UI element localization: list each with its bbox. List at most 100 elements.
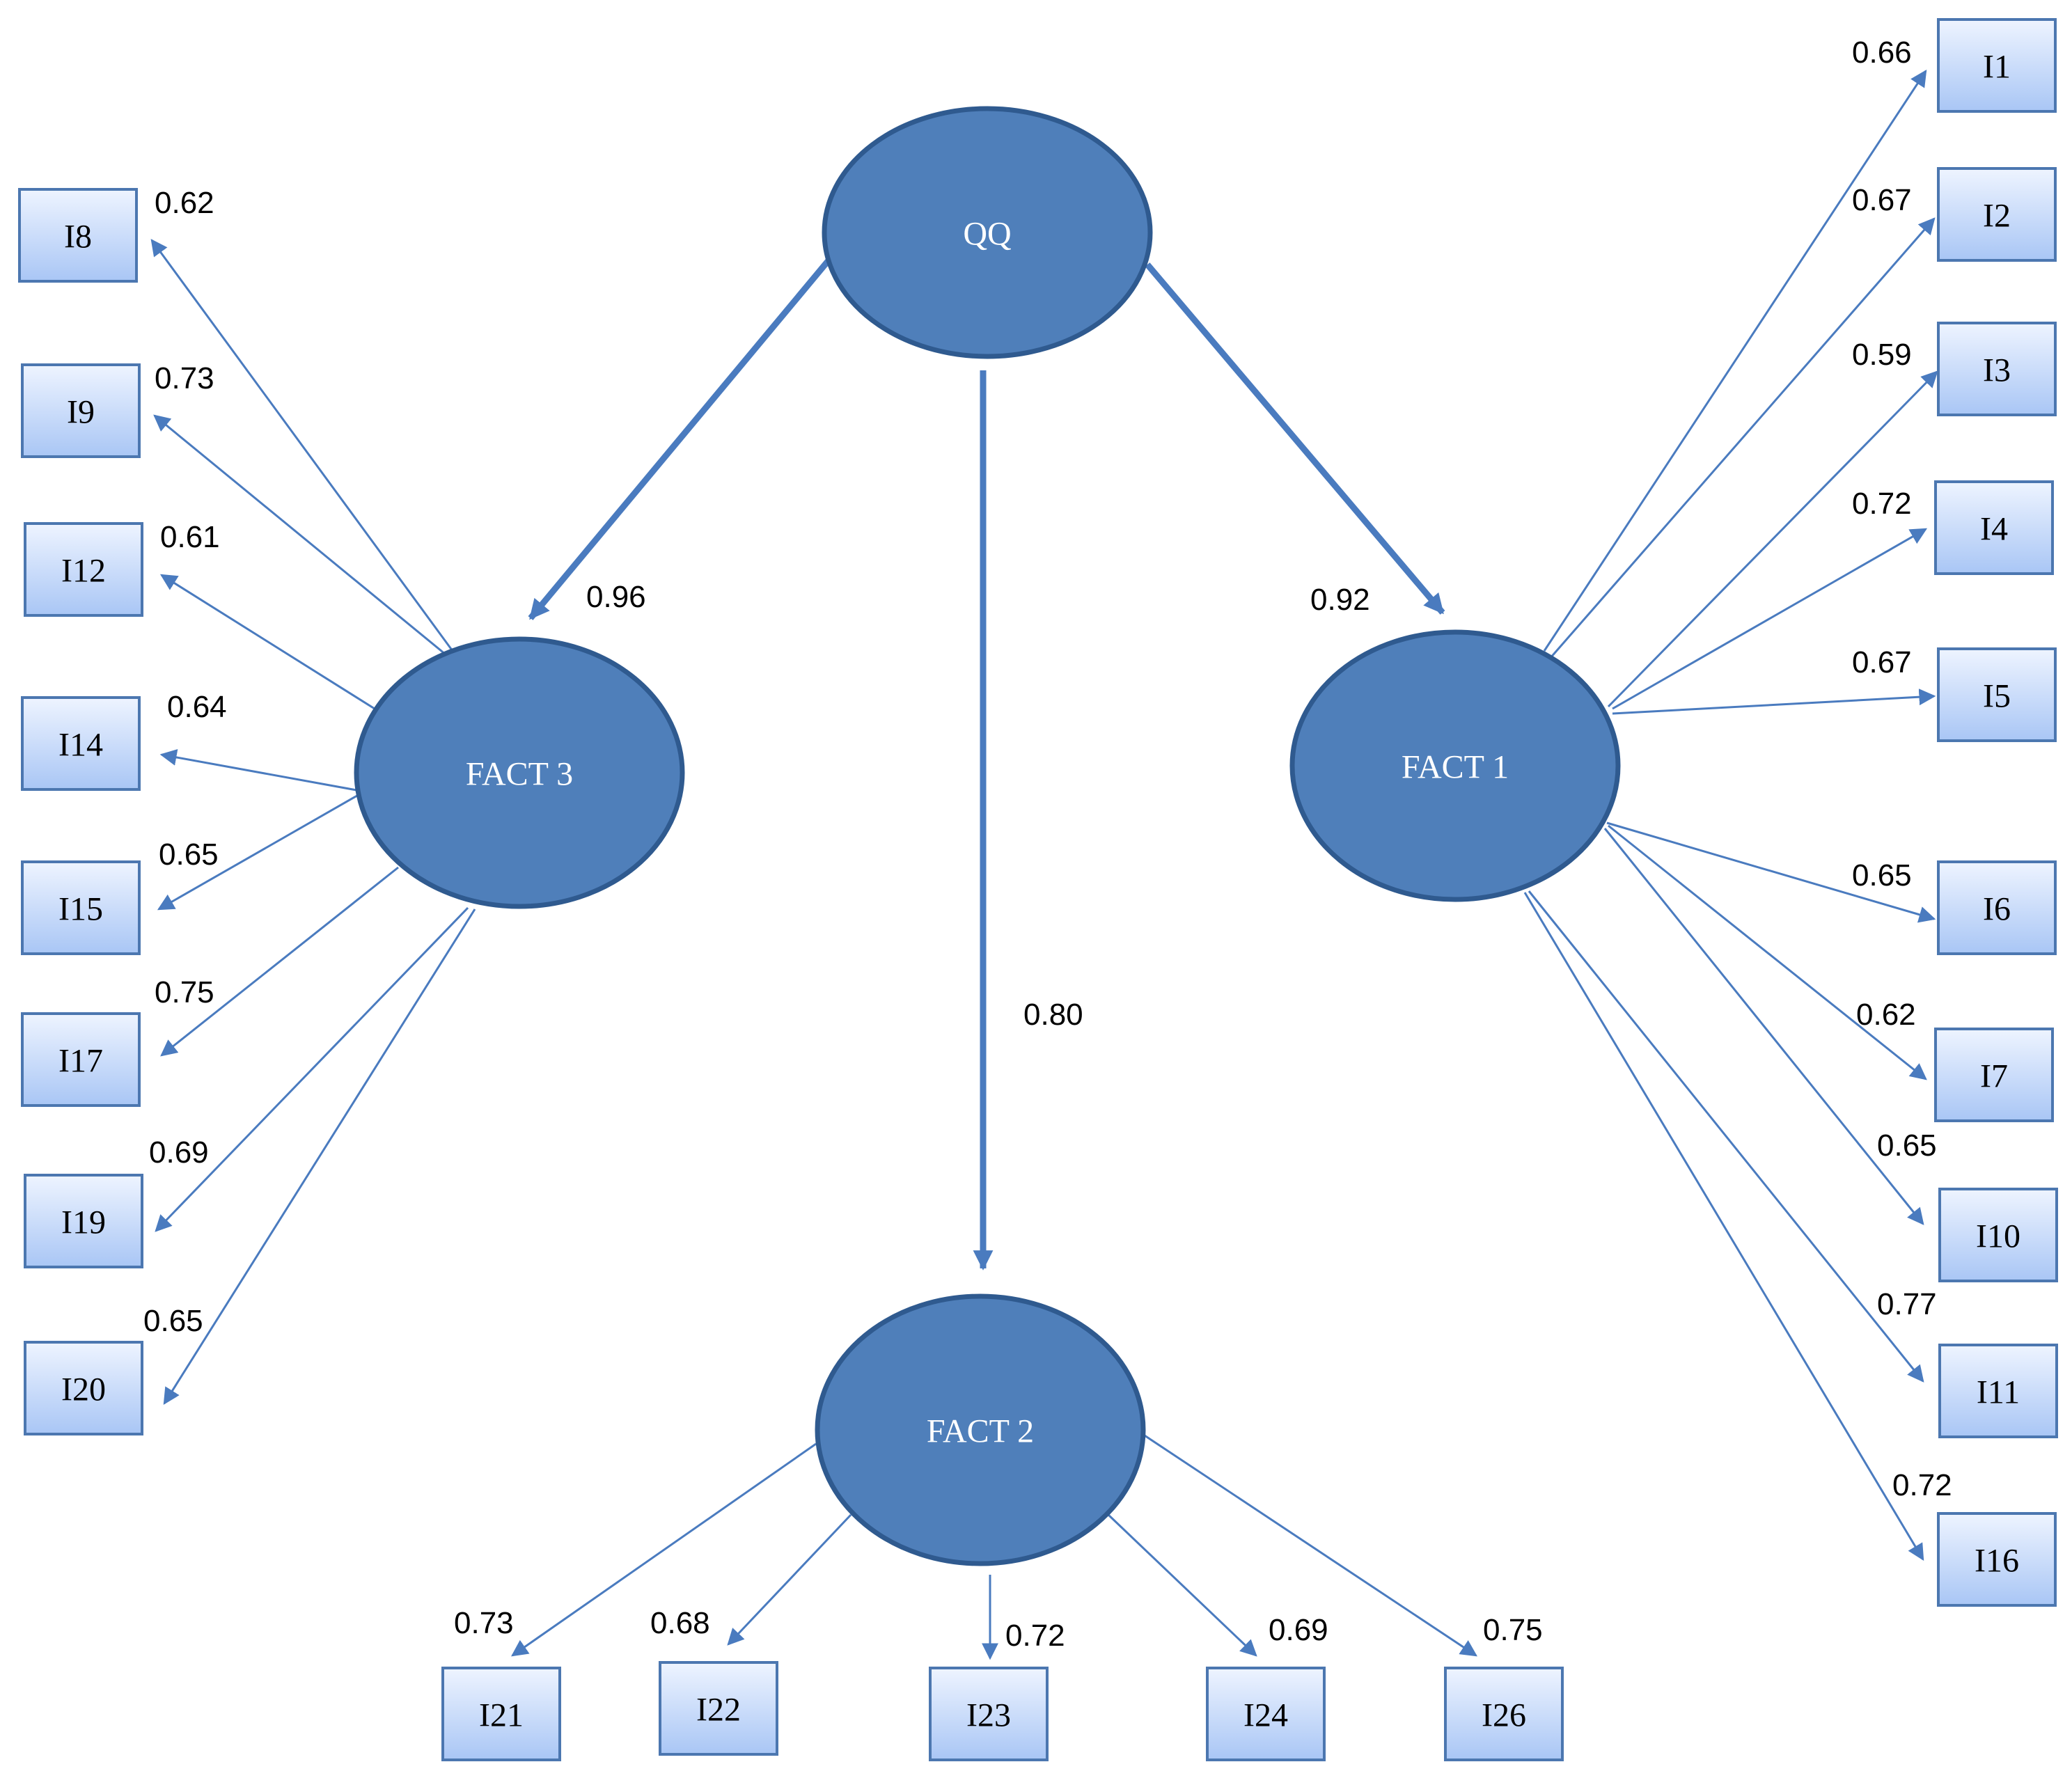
indicator-label: I21 [479,1697,524,1734]
latent-fact3-label: FACT 3 [466,756,573,793]
indicator-label: I11 [1977,1374,2020,1411]
latent-fact1-label: FACT 1 [1402,749,1509,786]
coef-i26: 0.75 [1483,1613,1543,1647]
indicator-label: I22 [696,1692,741,1729]
load-fact1-i1 [1543,69,1927,652]
load-fact1-i3 [1607,370,1938,708]
load-fact3-i8 [150,239,454,652]
coef-i24: 0.69 [1269,1613,1328,1647]
indicator-label: I9 [67,394,95,431]
indicator-label: I19 [61,1204,106,1241]
load-fact2-i21 [511,1442,817,1657]
path-qq-fact3 [528,258,831,620]
coef-i17: 0.75 [155,975,214,1009]
indicator-label: I10 [1976,1218,2020,1255]
load-fact1-i4 [1612,528,1928,710]
coef-i23: 0.72 [1005,1619,1065,1653]
indicator-i24: I24 [1206,1667,1326,1761]
latent-fact2: FACT 2 [815,1293,1146,1566]
load-fact2-i22 [727,1513,852,1646]
latent-qq-label: QQ [963,216,1011,253]
fact2-loadings: 0.73 0.68 0.72 0.69 0.75 [454,1434,1543,1660]
indicator-label: I12 [61,553,106,590]
load-fact3-i15 [157,792,361,911]
indicator-label: I23 [966,1697,1011,1734]
load-fact3-i12 [159,574,375,710]
indicator-i15: I15 [21,860,141,955]
coef-qq-fact1: 0.92 [1310,583,1370,617]
indicator-i7: I7 [1934,1028,2054,1122]
indicator-i14: I14 [21,696,141,791]
indicator-label: I15 [58,891,103,928]
indicator-i19: I19 [24,1174,143,1268]
coef-i9: 0.73 [155,361,214,395]
indicator-i11: I11 [1938,1344,2058,1438]
coef-i22: 0.68 [650,1606,710,1640]
coef-i15: 0.65 [159,837,219,872]
coef-i20: 0.65 [143,1304,203,1338]
structural-paths: 0.96 0.80 0.92 [528,258,1445,1270]
indicator-i8: I8 [18,188,138,283]
indicator-label: I16 [1975,1543,2019,1580]
indicator-label: I6 [1983,891,2011,928]
indicator-label: I17 [58,1043,103,1080]
coef-i1: 0.66 [1852,36,1912,70]
indicator-i1: I1 [1937,18,2057,113]
load-fact3-i19 [155,906,469,1232]
indicator-i23: I23 [929,1667,1049,1761]
load-fact3-i9 [153,414,446,656]
indicator-label: I8 [64,219,92,255]
indicator-label: I1 [1983,49,2011,86]
indicator-i21: I21 [441,1667,561,1761]
latent-qq: QQ [822,106,1153,359]
latent-fact3: FACT 3 [354,636,685,909]
path-qq-fact1 [1145,262,1445,615]
indicator-i12: I12 [24,522,143,617]
indicator-i3: I3 [1937,322,2057,416]
indicator-i10: I10 [1938,1188,2058,1282]
coef-i6: 0.65 [1852,858,1912,892]
load-fact1-i11 [1528,890,1924,1383]
indicator-i20: I20 [24,1341,143,1435]
indicator-label: I24 [1243,1697,1288,1734]
coef-i16: 0.72 [1892,1468,1952,1502]
coef-i11: 0.77 [1877,1287,1937,1321]
load-fact3-i20 [163,908,476,1406]
load-fact1-i5 [1612,689,1936,715]
load-fact2-i24 [1107,1513,1257,1657]
indicator-label: I26 [1482,1697,1526,1734]
coef-i4: 0.72 [1852,487,1912,521]
coef-i5: 0.67 [1852,645,1912,679]
coef-i2: 0.67 [1852,183,1912,217]
coef-qq-fact2: 0.80 [1023,998,1083,1032]
fact3-loadings: 0.62 0.73 0.61 0.64 0.65 0.75 0.69 0.65 [143,186,476,1406]
indicator-label: I14 [58,727,103,764]
coef-i12: 0.61 [160,520,220,554]
load-fact3-i14 [159,749,357,792]
indicator-label: I3 [1983,352,2011,389]
indicator-i26: I26 [1444,1667,1564,1761]
load-fact1-i7 [1608,824,1927,1080]
indicator-i16: I16 [1937,1512,2057,1607]
indicator-label: I2 [1983,198,2011,235]
coef-i21: 0.73 [454,1606,514,1640]
indicator-i5: I5 [1937,647,2057,742]
coef-i10: 0.65 [1877,1128,1937,1163]
fact1-loadings: 0.66 0.67 0.59 0.72 0.67 0.65 0.62 0.65 … [1523,36,1952,1561]
indicator-i22: I22 [659,1661,778,1756]
load-fact1-i10 [1603,828,1924,1225]
indicator-i4: I4 [1934,480,2054,575]
coef-i3: 0.59 [1852,338,1912,372]
load-fact3-i17 [160,866,399,1057]
indicator-label: I4 [1980,511,2008,548]
load-fact2-i26 [1144,1434,1477,1657]
coef-i8: 0.62 [155,186,214,220]
coef-i14: 0.64 [167,690,227,724]
load-fact1-i6 [1606,821,1936,923]
load-fact1-i2 [1548,217,1936,659]
latent-fact1: FACT 1 [1289,629,1621,902]
coef-i7: 0.62 [1856,998,1916,1032]
indicator-label: I5 [1983,678,2011,715]
load-fact1-i16 [1523,892,1924,1561]
